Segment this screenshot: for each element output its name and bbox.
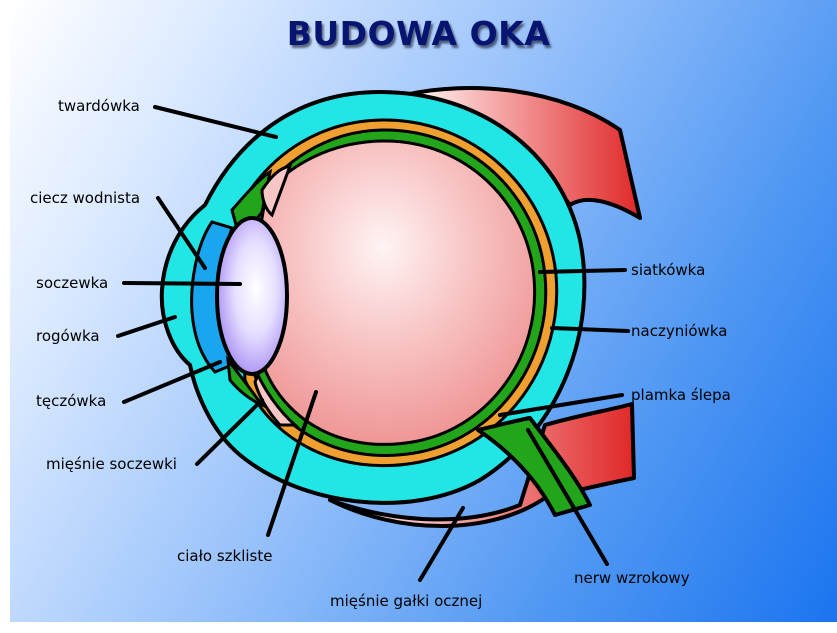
- label-sclera: twardówka: [58, 97, 140, 115]
- label-cornea: rogówka: [36, 327, 100, 345]
- label-aqueous: ciecz wodnista: [30, 189, 140, 207]
- label-eye-muscles: mięśnie gałki ocznej: [330, 592, 482, 610]
- label-choroid: naczyniówka: [631, 322, 727, 340]
- label-blind-spot: plamka ślepa: [631, 386, 731, 404]
- label-retina: siatkówka: [631, 261, 705, 279]
- lens-shape: [217, 218, 287, 374]
- label-ciliary: mięśnie soczewki: [46, 455, 177, 473]
- vitreous-body: [258, 141, 534, 444]
- label-iris: tęczówka: [36, 392, 106, 410]
- label-lens: soczewka: [36, 274, 108, 292]
- page-title: BUDOWA OKA: [0, 14, 837, 53]
- label-vitreous: ciało szkliste: [177, 547, 272, 565]
- label-optic-nerve: nerw wzrokowy: [574, 569, 690, 587]
